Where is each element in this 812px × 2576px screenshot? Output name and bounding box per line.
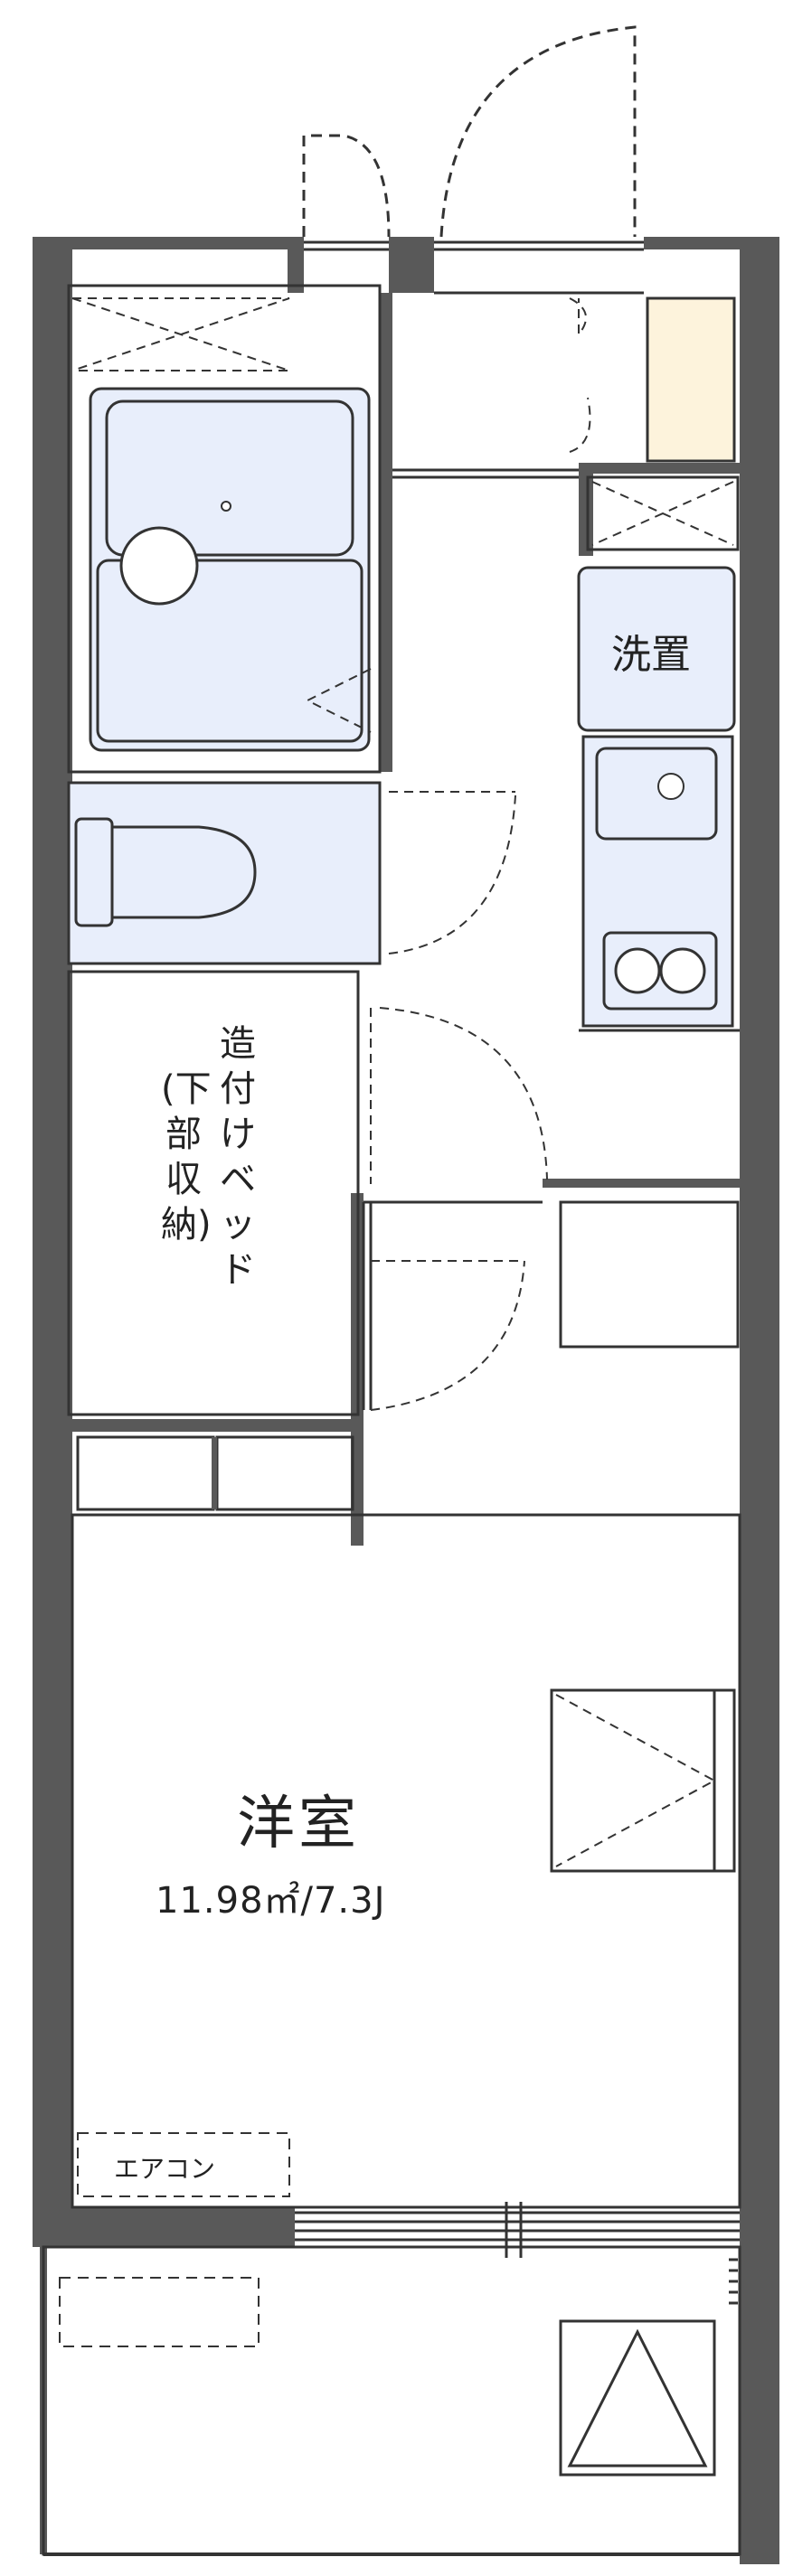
western-room-area: 11.98㎡/7.3J <box>156 1880 386 1922</box>
air-conditioner <box>77 2132 290 2197</box>
loft-bed-outline <box>67 970 360 1416</box>
bathtub-basin <box>105 400 354 557</box>
toilet-room <box>67 781 516 965</box>
hall-door-swings <box>370 1007 548 1411</box>
kitchen-sink <box>595 747 718 841</box>
balcony-outline <box>42 2245 741 2556</box>
left-wall <box>33 237 72 2236</box>
kitchen <box>579 735 740 1032</box>
upper-storage <box>586 475 740 551</box>
balcony-sash <box>295 2202 740 2258</box>
top-wall-entry-pillar <box>389 237 434 293</box>
right-wall <box>740 237 779 2564</box>
shoe-cabinet-door-swing <box>569 297 591 453</box>
faucet-icon <box>657 773 685 800</box>
toilet-bowl <box>110 825 257 919</box>
shoe-area-wall <box>579 465 593 556</box>
shoe-box <box>646 296 736 463</box>
top-wall-right <box>644 237 779 249</box>
window-hatch <box>555 1694 717 1867</box>
toilet-tank <box>74 817 114 927</box>
loft-bed-label-col2: (下部収納) <box>161 1068 212 1246</box>
loft-bed-label-col1: 造付けベッド <box>220 1023 256 1291</box>
closet-window <box>550 1688 736 1873</box>
western-room-name: 洋室 <box>237 1791 360 1857</box>
balcony-wall-left <box>33 2207 295 2247</box>
laundry-space <box>577 566 736 732</box>
bath-right-wall <box>380 293 392 772</box>
western-room <box>71 1513 741 2209</box>
evacuation-hatch <box>559 2319 716 2477</box>
burner-left-icon <box>614 947 661 994</box>
bath-room-outline <box>67 284 382 774</box>
drain-icon <box>221 501 231 512</box>
kitchen-wall <box>579 463 741 474</box>
entry-area <box>392 297 591 479</box>
entry-door-swings <box>302 25 637 238</box>
bath-ceiling-hatch <box>71 297 290 371</box>
hall-door-swing-upper <box>370 1007 548 1184</box>
corridor-wall <box>543 1179 741 1188</box>
bath-door-swing <box>305 668 372 733</box>
outdoor-unit <box>59 2277 260 2347</box>
wash-area <box>96 559 364 743</box>
sink-basin <box>119 526 199 606</box>
partition-marks <box>729 2258 738 2305</box>
entrance-lines <box>304 240 644 295</box>
closet-bottom-wall <box>72 1419 362 1432</box>
top-wall-entry-left <box>288 237 304 293</box>
loft-bed-closet <box>67 970 360 1511</box>
main-door-swing <box>439 25 637 238</box>
toilet-door-swing <box>388 791 516 954</box>
hatch-ladder-icon <box>567 2328 708 2468</box>
top-wall-left <box>33 237 304 249</box>
room-door-swing <box>370 1260 525 1411</box>
fridge-space <box>559 1200 740 1349</box>
small-door-swing <box>302 134 391 238</box>
laundry-label: 洗置 <box>611 632 691 678</box>
closet-unit-left <box>76 1435 215 1511</box>
ac-label: エアコン <box>114 2154 216 2184</box>
western-room-outline <box>71 1513 741 2209</box>
balcony <box>42 2245 741 2556</box>
closet-unit-right <box>215 1435 354 1511</box>
outer-walls <box>33 237 779 2564</box>
unit-bath <box>67 284 382 774</box>
burner-right-icon <box>659 947 706 994</box>
